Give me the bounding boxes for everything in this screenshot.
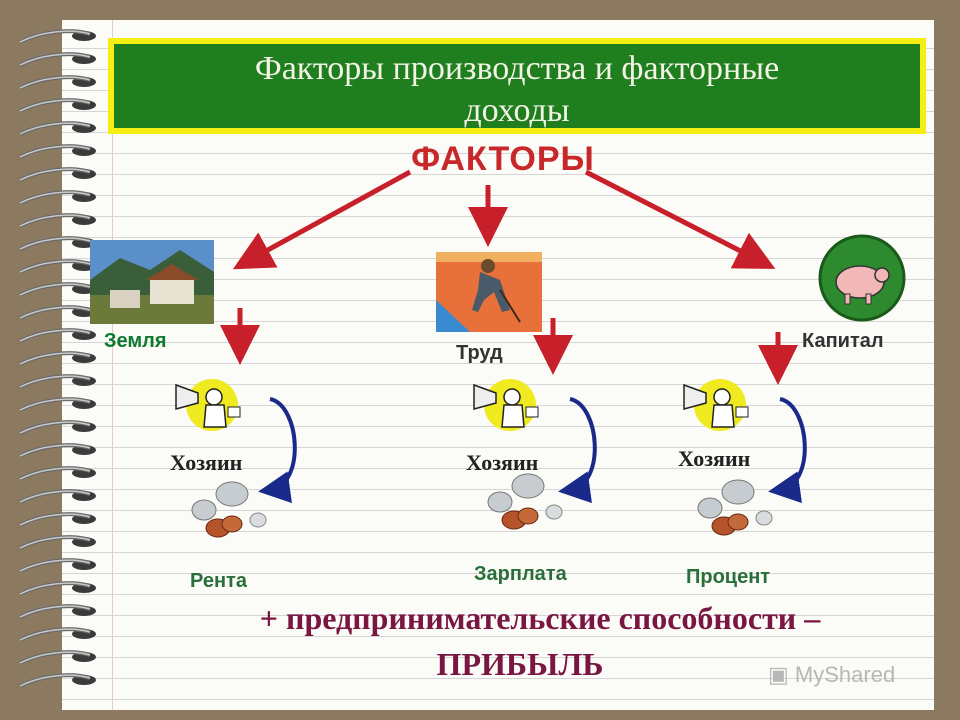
spiral-ring <box>19 558 96 573</box>
coins-1 <box>487 473 563 530</box>
owner-figure-0 <box>175 379 241 431</box>
spiral-ring <box>19 443 96 458</box>
spiral-ring <box>19 167 96 182</box>
factor-land-label: Земля <box>104 330 167 352</box>
spiral-ring <box>19 420 96 435</box>
factors-heading: ФАКТОРЫ <box>411 140 595 178</box>
coins-0 <box>191 481 267 538</box>
spiral-ring <box>19 489 96 504</box>
spiral-ring <box>19 75 96 90</box>
title-line-1: Факторы производства и факторные <box>254 50 780 87</box>
spiral-ring <box>19 98 96 113</box>
owner-labor-label: Хозяин <box>466 450 539 475</box>
income-interest-label: Процент <box>686 566 771 588</box>
labor-picture <box>436 252 542 332</box>
spiral-ring <box>19 397 96 412</box>
spiral-ring <box>19 190 96 205</box>
spiral-ring <box>19 535 96 550</box>
curved-arrow-2 <box>768 397 807 504</box>
coins-2 <box>697 479 773 536</box>
spiral-ring <box>19 121 96 136</box>
spiral-ring <box>19 29 96 44</box>
arrow-to-capital <box>584 169 776 269</box>
spiral-ring <box>19 213 96 228</box>
owner-capital-label: Хозяин <box>678 446 751 471</box>
spiral-ring <box>19 512 96 527</box>
spiral-ring <box>19 466 96 481</box>
spiral-ring <box>19 650 96 665</box>
title-line-2: доходы <box>464 92 570 129</box>
slide-title: Факторы производства и факторные доходы <box>108 38 926 134</box>
spiral-ring <box>19 581 96 596</box>
spiral-ring <box>19 52 96 67</box>
spiral-ring <box>19 328 96 343</box>
factor-capital-label: Капитал <box>802 330 884 352</box>
watermark-logo: ▣ MyShared <box>768 662 896 687</box>
income-wage-label: Зарплата <box>474 563 567 585</box>
arrow-to-land <box>232 169 412 270</box>
spiral-ring <box>19 627 96 642</box>
owner-figure-1 <box>473 379 539 431</box>
owner-figure-2 <box>683 379 749 431</box>
owner-land-label: Хозяин <box>170 450 243 475</box>
land-picture <box>90 240 214 324</box>
spiral-ring <box>19 351 96 366</box>
spiral-ring <box>19 144 96 159</box>
factor-labor-label: Труд <box>456 342 503 364</box>
bottom-line-2: ПРИБЫЛЬ <box>436 646 604 682</box>
watermark-text: MyShared <box>794 662 896 687</box>
bottom-line-1: + предпринимательские способности – <box>259 600 821 636</box>
income-rent-label: Рента <box>190 570 247 592</box>
curved-arrow-0 <box>258 397 297 504</box>
margin-line <box>112 20 113 710</box>
spiral-ring <box>19 604 96 619</box>
capital-piggy-picture <box>818 234 906 322</box>
spiral-ring <box>19 374 96 389</box>
curved-arrow-1 <box>558 397 597 504</box>
spiral-ring <box>19 673 96 688</box>
